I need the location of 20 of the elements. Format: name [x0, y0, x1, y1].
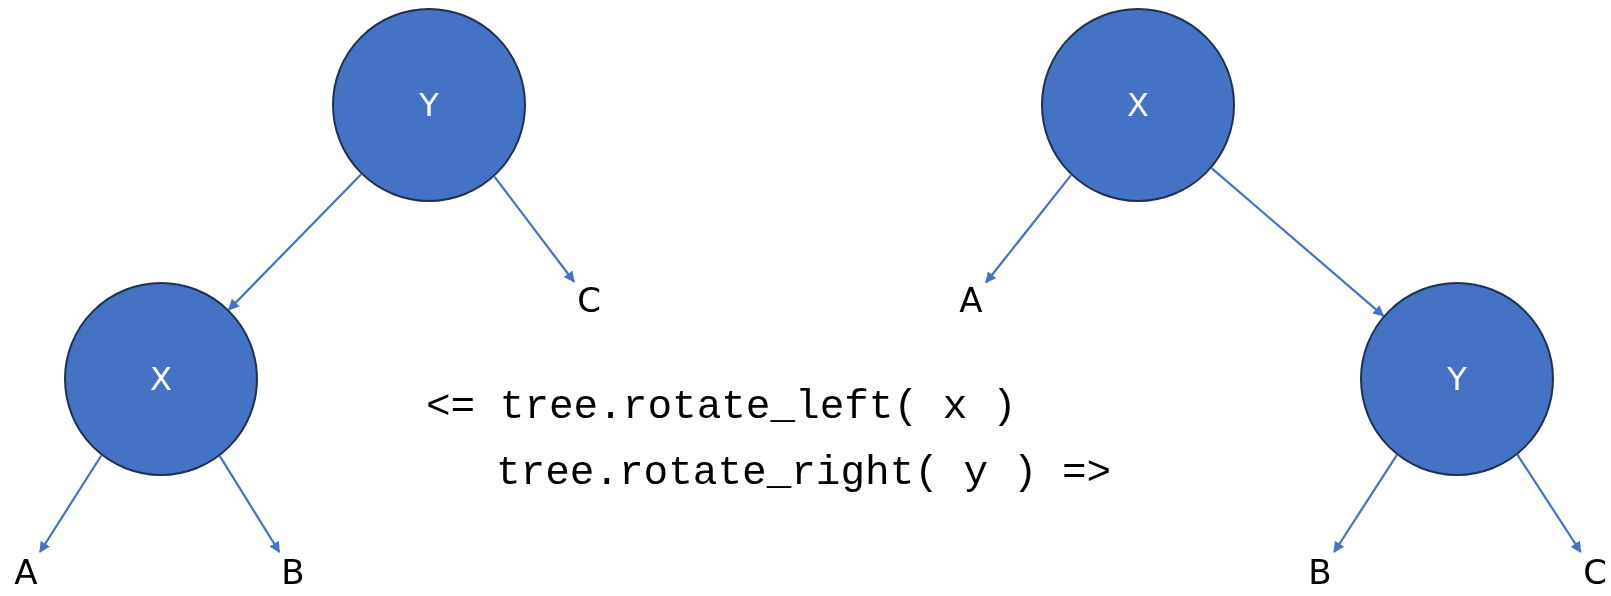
- code-caption: <= tree.rotate_left( x ): [426, 384, 1017, 430]
- subtree-label: C: [574, 280, 604, 320]
- subtree-label: B: [1305, 552, 1335, 592]
- node-key: Y: [419, 86, 439, 124]
- code-caption: tree.rotate_right( y ) =>: [496, 450, 1112, 496]
- arrow: [493, 175, 575, 283]
- arrow: [1210, 167, 1385, 317]
- subtree-label: B: [278, 552, 308, 592]
- arrow: [218, 455, 281, 553]
- arrow: [985, 174, 1072, 284]
- arrow: [1516, 454, 1582, 553]
- node-key: X: [150, 360, 172, 398]
- arrow: [39, 454, 103, 553]
- node-key: X: [1127, 86, 1149, 124]
- subtree-label: C: [1580, 552, 1610, 592]
- node-key: Y: [1447, 360, 1467, 398]
- subtree-label: A: [956, 280, 986, 320]
- subtree-label: A: [11, 552, 41, 592]
- arrow: [228, 173, 362, 311]
- arrow: [1333, 454, 1398, 553]
